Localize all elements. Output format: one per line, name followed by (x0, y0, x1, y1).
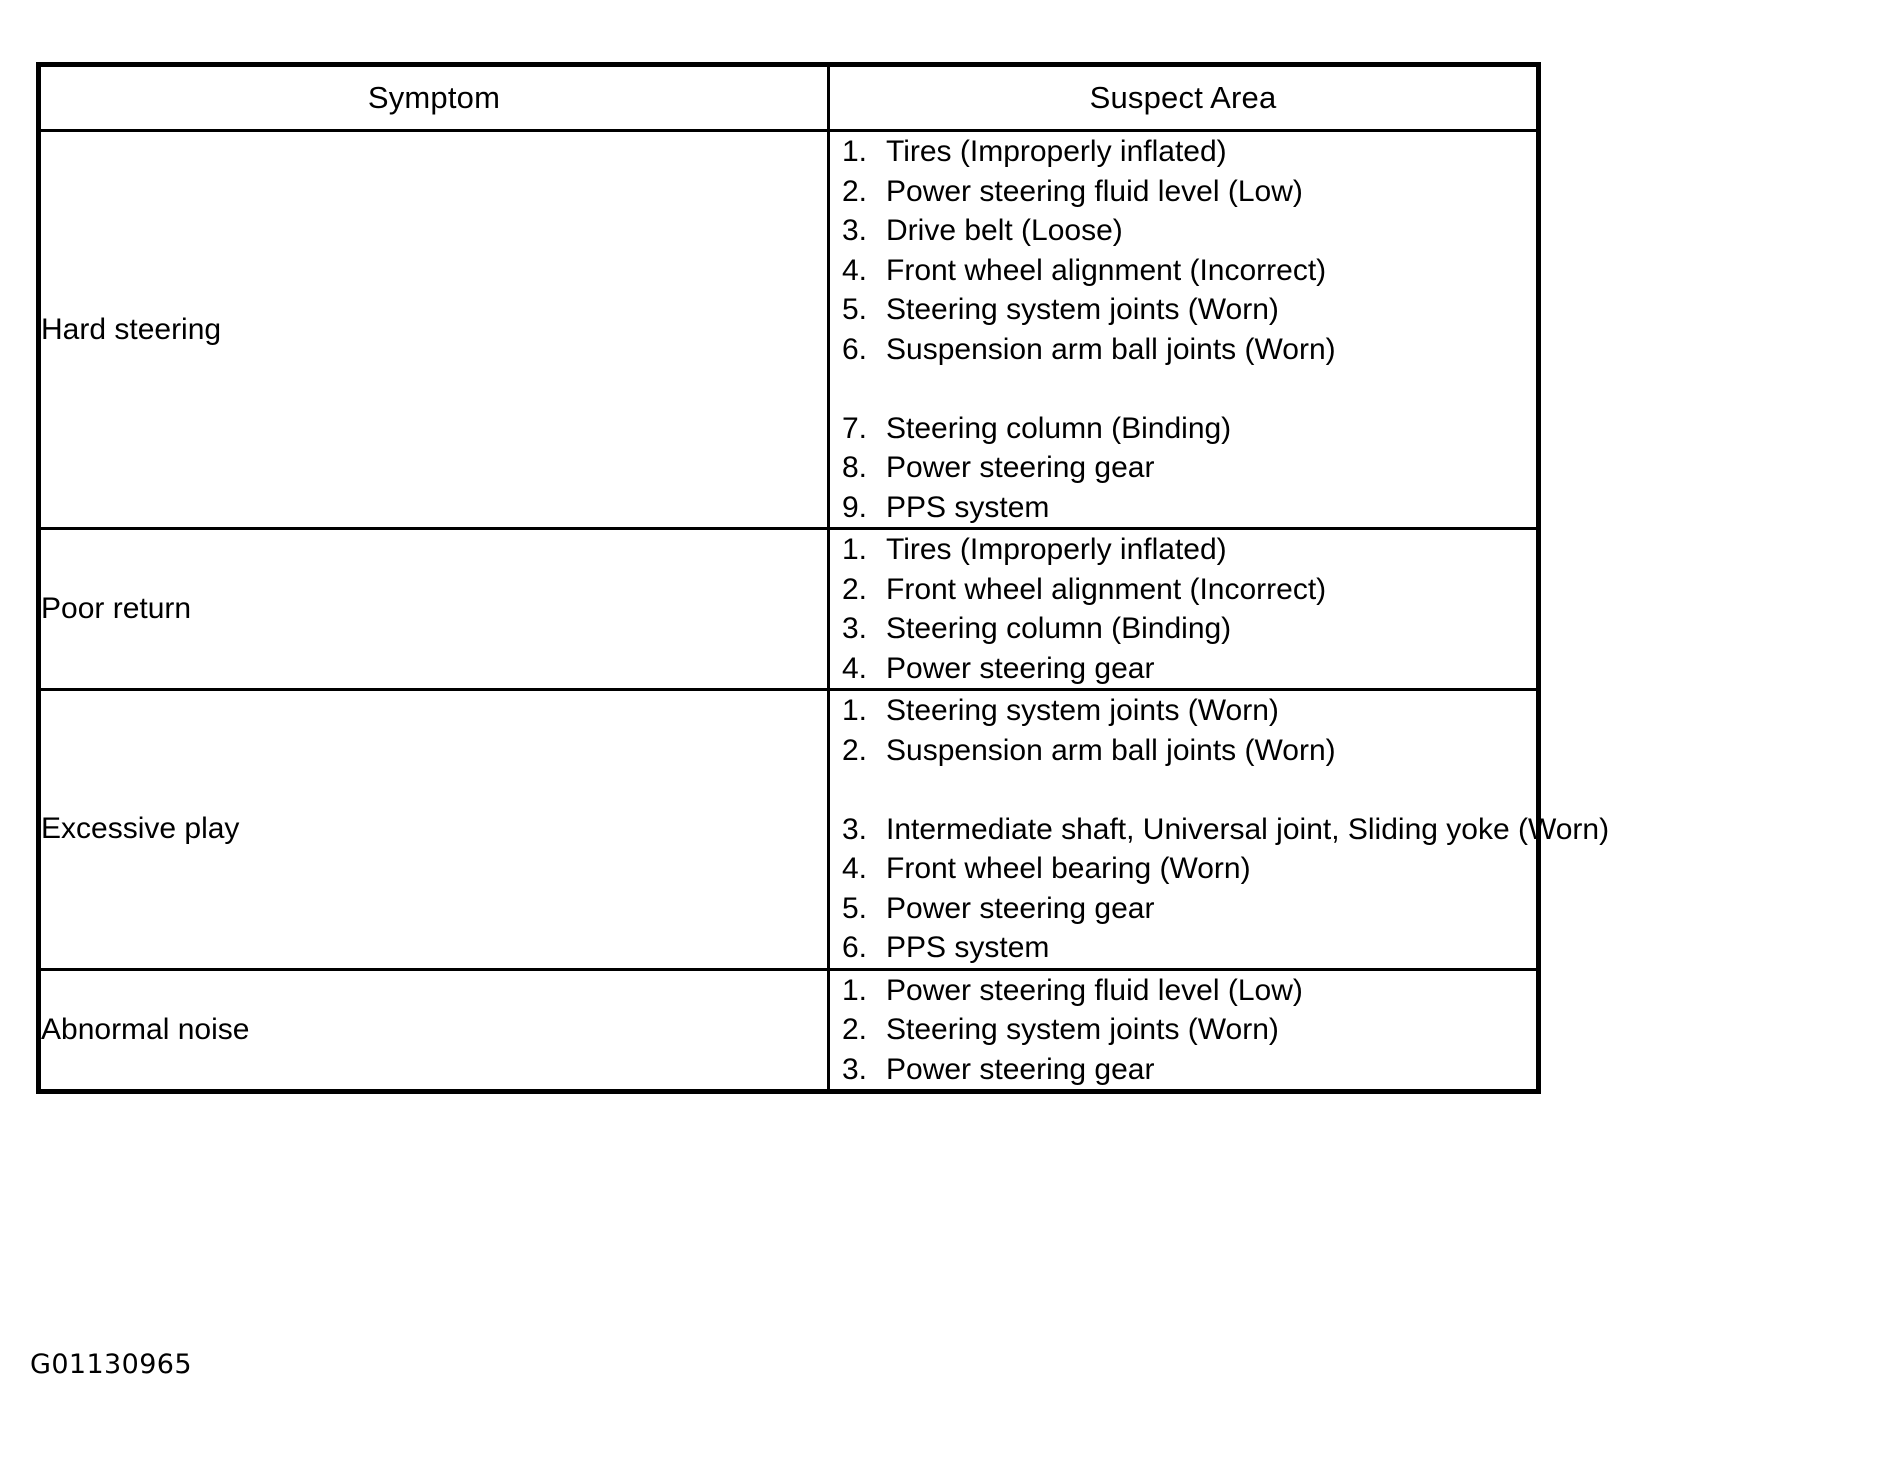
table-header: Symptom Suspect Area (37, 63, 1540, 132)
list-item-label: Tires (Improperly inflated) (886, 135, 1227, 168)
list-item-number: 2. (842, 1013, 868, 1046)
list-item-label: Steering column (Binding) (886, 612, 1232, 645)
list-item-label: Power steering gear (886, 891, 1155, 925)
list-item-number: 2. (842, 174, 868, 208)
list-item-label: Suspension arm ball joints (Worn) (886, 332, 1336, 366)
suspect-area-list: 1. Tires (Improperly inflated) 2. Front whe… (830, 530, 1536, 688)
list-item-number: 3. (842, 612, 868, 645)
list-item-number: 3. (842, 1052, 868, 1086)
list-item-number: 9. (842, 490, 868, 524)
list-item-number: 1. (842, 694, 868, 727)
figure-code-caption: G01130965 (30, 1349, 192, 1380)
list-item: 3. Intermediate shaft, Universal joint, S… (842, 810, 1609, 850)
list-item: 7. Steering column (Binding) (842, 409, 1526, 449)
list-item-number: 6. (842, 332, 868, 366)
list-item-label: Steering system joints (Worn) (886, 1013, 1279, 1046)
list-item-number: 1. (842, 135, 868, 168)
list-item: 4. Front wheel bearing (Worn) (842, 849, 1526, 889)
suspect-area-cell: 1. Steering system joints (Worn) 2. Suspens… (827, 688, 1609, 971)
list-item: 1. Tires (Improperly inflated) (842, 530, 1526, 570)
list-item-label: Power steering fluid level (Low) (886, 973, 1303, 1007)
list-item-number: 4. (842, 651, 868, 685)
list-item-number: 1. (842, 533, 868, 566)
list-item-label: Steering system joints (Worn) (886, 694, 1279, 727)
list-item: 3. Drive belt (Loose) (842, 211, 1526, 251)
symptom-cell: Poor return (37, 527, 830, 691)
list-item-label: Power steering gear (886, 451, 1155, 484)
list-item: 3. Steering column (Binding) (842, 609, 1526, 649)
list-item: 2. Front wheel alignment (Incorrect) (842, 570, 1526, 610)
list-item: 5. Power steering gear (842, 889, 1526, 929)
list-item-number: 5. (842, 293, 868, 326)
list-item-label: Power steering fluid level (Low) (886, 174, 1303, 208)
table-row: Hard steering 1. Tires (Improperly inflate… (37, 129, 1540, 530)
list-item-number: 3. (842, 812, 868, 846)
list-item: 6. Suspension arm ball joints (Worn) (842, 330, 1526, 370)
list-item-label: Suspension arm ball joints (Worn) (886, 733, 1336, 767)
list-item: 9. PPS system (842, 488, 1526, 528)
list-item-number: 1. (842, 973, 868, 1007)
list-item: 1. Steering system joints (Worn) (842, 691, 1526, 731)
symptom-suspect-area-table: Symptom Suspect Area Hard steering 1. Tire… (36, 62, 1609, 1094)
list-item-label: Power steering gear (886, 651, 1155, 685)
list-item-label: Front wheel alignment (Incorrect) (886, 572, 1327, 606)
symptom-cell: Abnormal noise (37, 967, 830, 1093)
list-item-number: 2. (842, 733, 868, 767)
table-body: Hard steering 1. Tires (Improperly inflate… (37, 129, 1609, 1093)
list-item: 5. Steering system joints (Worn) (842, 290, 1526, 330)
list-item-number: 2. (842, 572, 868, 606)
list-item: 1. Power steering fluid level (Low) (842, 971, 1526, 1011)
list-item-number: 7. (842, 411, 868, 445)
list-item: 4. Front wheel alignment (Incorrect) (842, 251, 1526, 291)
list-item-label: Intermediate shaft, Universal joint, Sli… (886, 812, 1610, 846)
suspect-area-list: 1. Power steering fluid level (Low) 2. Stee… (830, 971, 1536, 1090)
list-item: 2. Suspension arm ball joints (Worn) (842, 731, 1526, 771)
list-item: 2. Power steering fluid level (Low) (842, 172, 1526, 212)
list-item: 2. Steering system joints (Worn) (842, 1010, 1526, 1050)
list-item-label: Power steering gear (886, 1052, 1155, 1086)
list-item-number: 4. (842, 253, 868, 287)
list-item-label: Drive belt (Loose) (886, 214, 1123, 247)
table-row: Excessive play 1. Steering system joints (… (37, 688, 1609, 971)
list-spacer (842, 770, 1526, 810)
list-item-label: Steering system joints (Worn) (886, 293, 1279, 326)
table-row: Abnormal noise 1. Power steering fluid lev… (37, 967, 1540, 1093)
list-item-label: PPS system (886, 931, 1050, 964)
list-item-number: 8. (842, 451, 868, 484)
column-header-symptom: Symptom (37, 63, 830, 132)
list-item: 3. Power steering gear (842, 1050, 1526, 1090)
suspect-area-cell: 1. Tires (Improperly inflated) 2. Front whe… (827, 527, 1540, 691)
list-item-number: 4. (842, 852, 868, 885)
list-item-number: 6. (842, 931, 868, 964)
list-item-label: Front wheel bearing (Worn) (886, 852, 1251, 885)
suspect-area-cell: 1. Power steering fluid level (Low) 2. Stee… (827, 967, 1540, 1093)
suspect-area-list: 1. Steering system joints (Worn) 2. Suspens… (830, 691, 1609, 968)
list-item: 6. PPS system (842, 928, 1526, 968)
suspect-area-cell: 1. Tires (Improperly inflated) 2. Power ste… (827, 129, 1540, 530)
list-item-number: 3. (842, 214, 868, 247)
symptom-cell: Hard steering (37, 129, 830, 530)
symptom-cell: Excessive play (37, 688, 830, 971)
list-item-label: PPS system (886, 490, 1050, 524)
column-header-suspect-area: Suspect Area (827, 63, 1540, 132)
list-item-label: Front wheel alignment (Incorrect) (886, 253, 1327, 287)
list-item-label: Steering column (Binding) (886, 411, 1232, 445)
suspect-area-list: 1. Tires (Improperly inflated) 2. Power ste… (830, 132, 1536, 527)
list-spacer (842, 369, 1526, 409)
list-item: 1. Tires (Improperly inflated) (842, 132, 1526, 172)
list-item: 8. Power steering gear (842, 448, 1526, 488)
table-row: Poor return 1. Tires (Improperly inflated)… (37, 527, 1540, 691)
list-item-label: Tires (Improperly inflated) (886, 533, 1227, 566)
list-item-number: 5. (842, 891, 868, 925)
list-item: 4. Power steering gear (842, 649, 1526, 689)
header-row: Symptom Suspect Area (37, 63, 1540, 132)
